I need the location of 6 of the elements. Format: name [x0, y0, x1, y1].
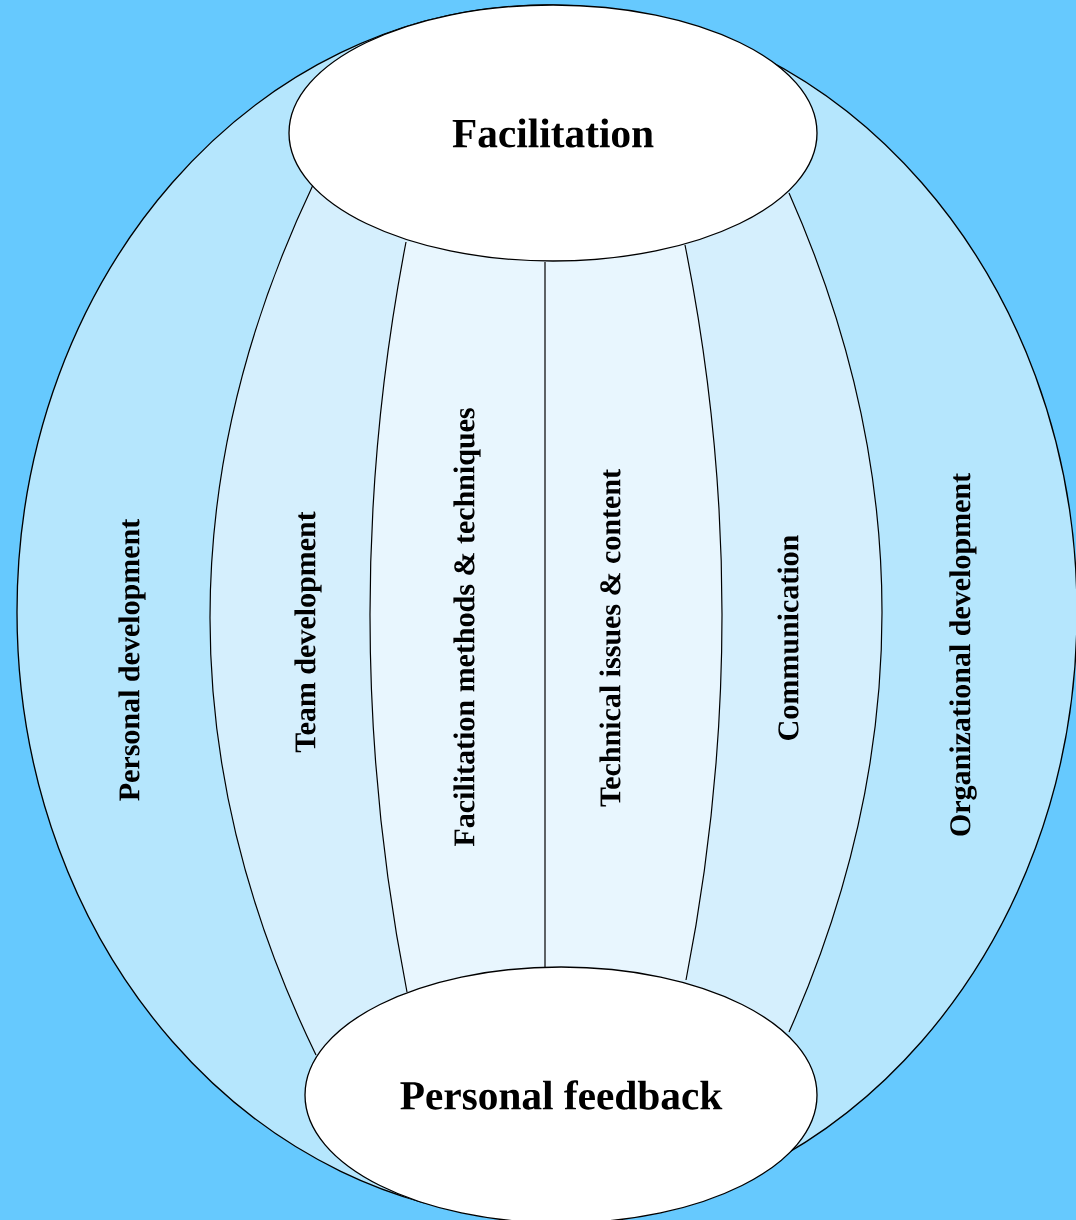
band-label: Technical issues & content: [599, 469, 621, 807]
band-label: Personal development: [118, 518, 146, 801]
band-label: Communication: [777, 535, 799, 740]
band-label: Organizational development: [949, 473, 977, 836]
band-label: Facilitation methods & techniques: [453, 408, 481, 847]
band-label: Team development: [294, 511, 322, 753]
